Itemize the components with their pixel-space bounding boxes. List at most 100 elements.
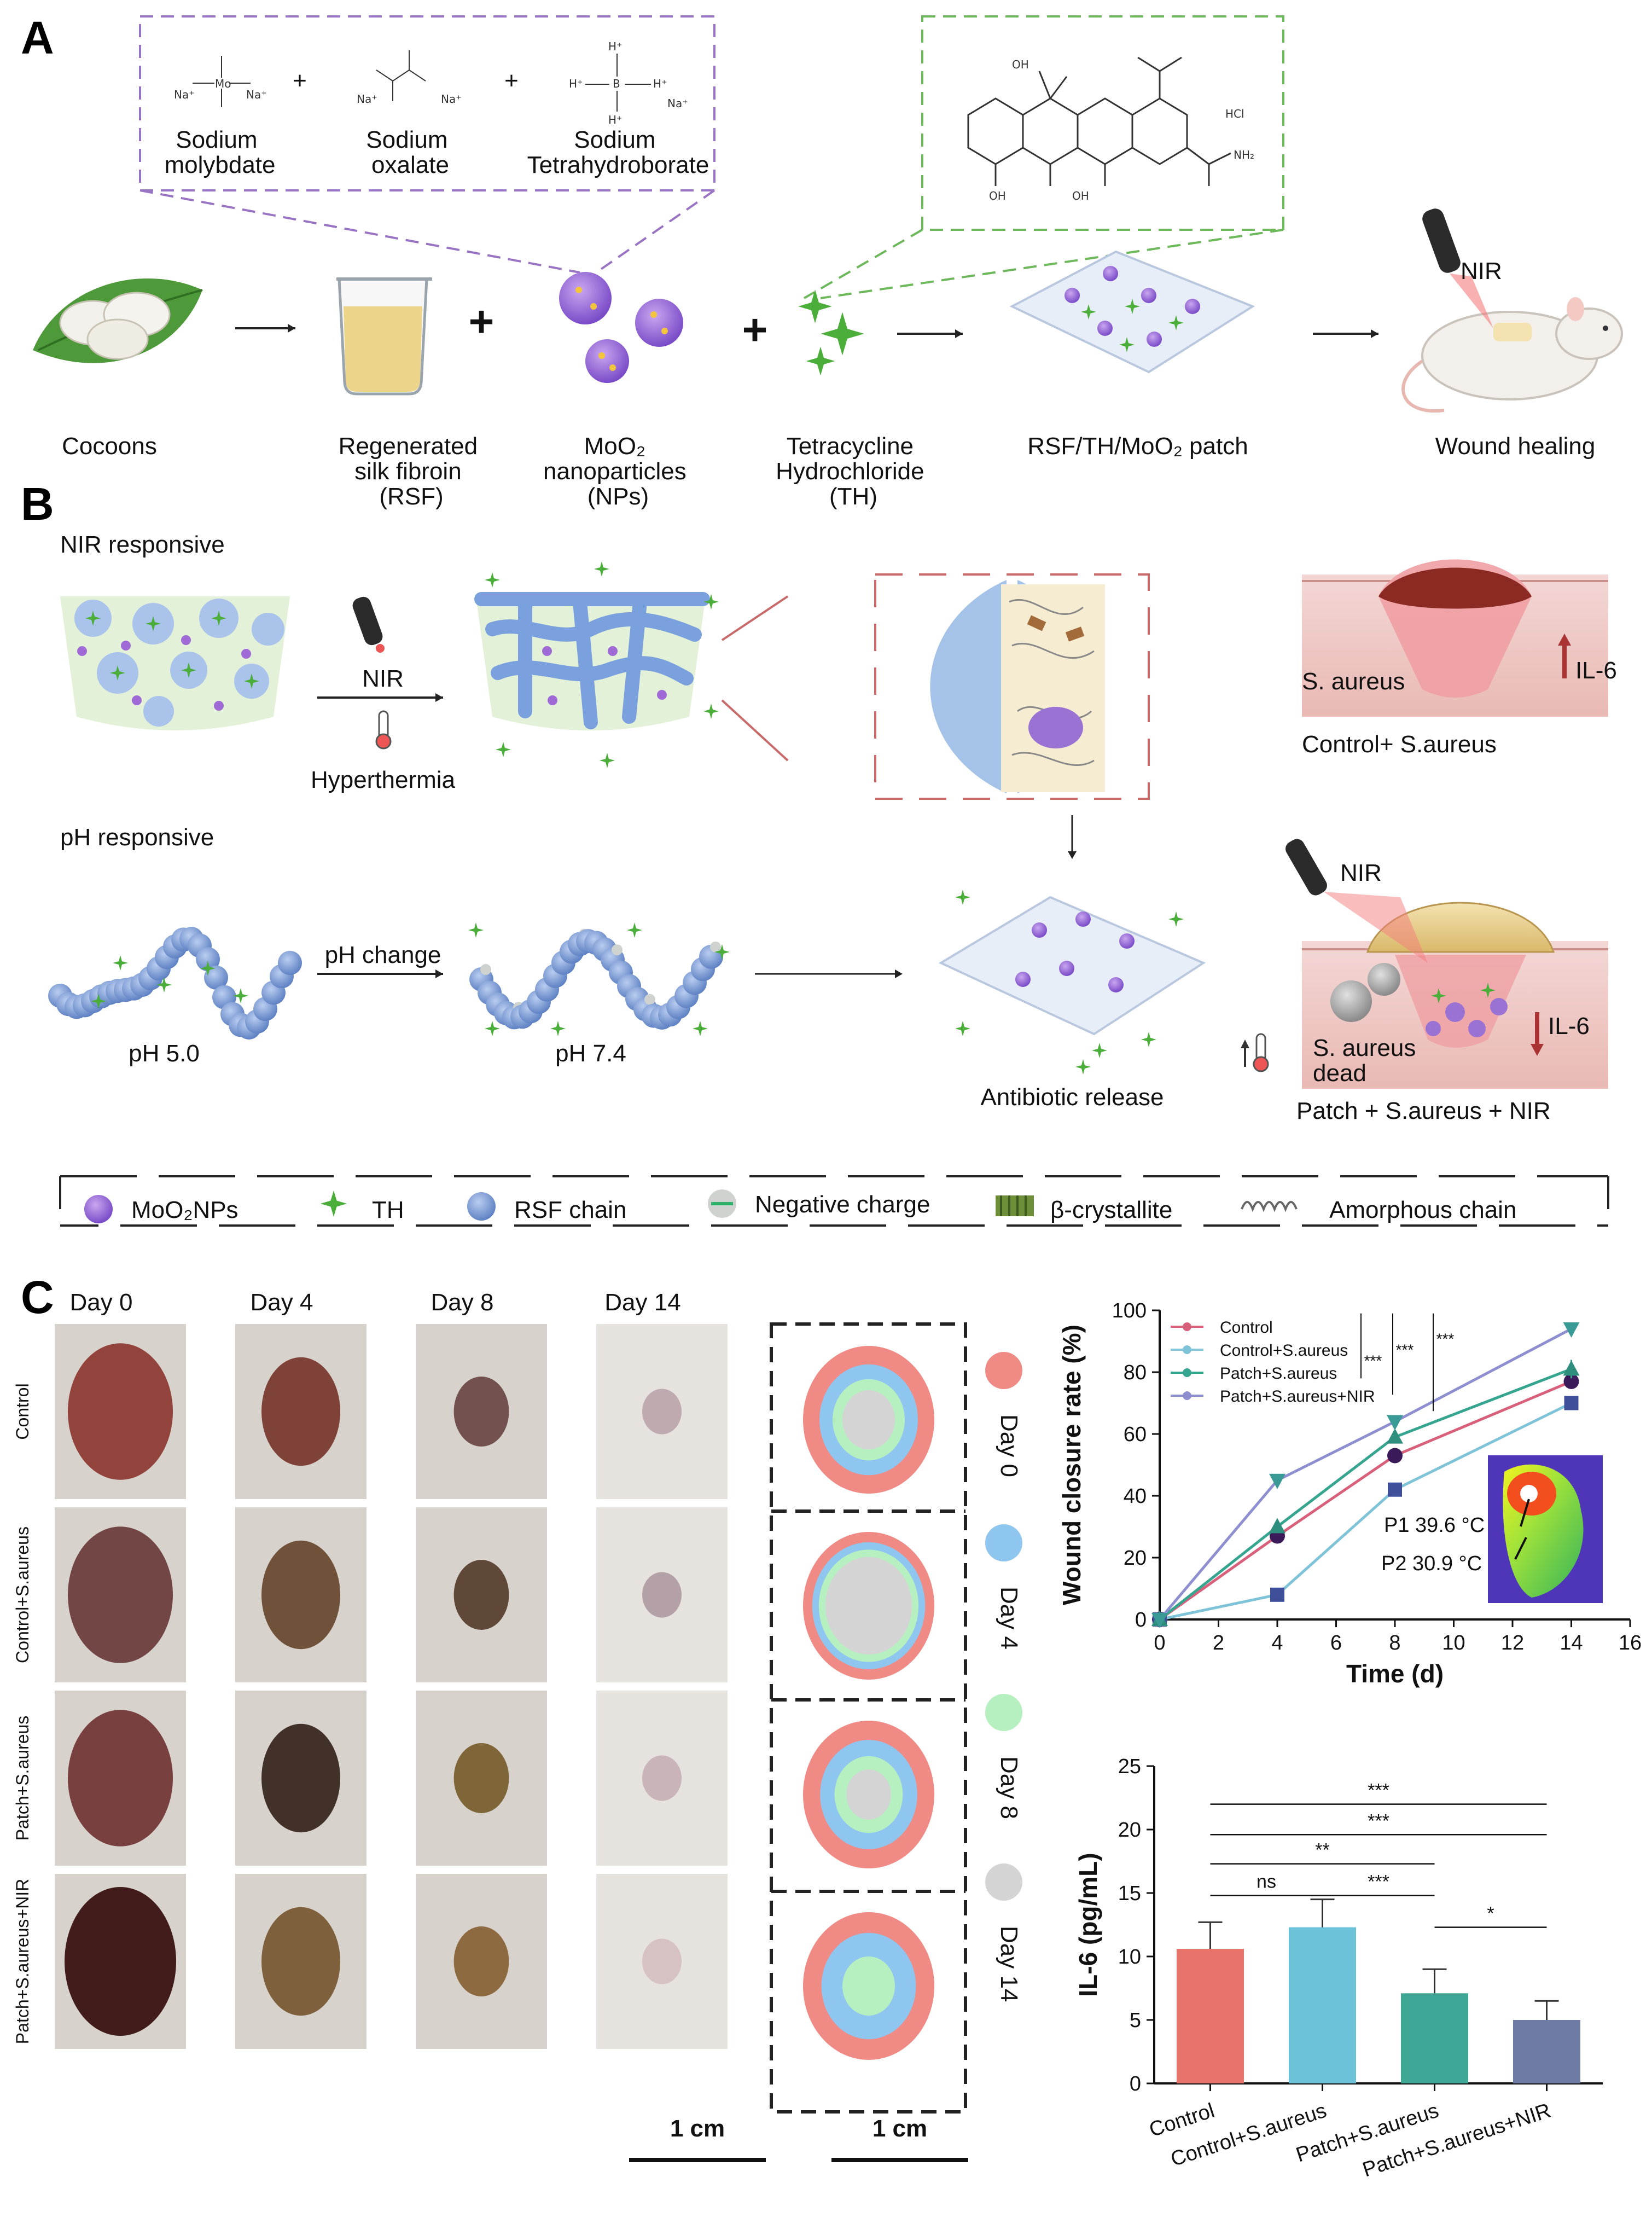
precursor-label-0: Sodium molybdate (164, 126, 275, 178)
amorphous-chain-icon (1241, 1201, 1298, 1212)
moo2-nanoparticles-icon (559, 272, 683, 383)
series-line (1159, 1402, 1572, 1621)
data-point (1564, 1396, 1579, 1410)
step-label-5: Wound healing (1435, 433, 1596, 460)
significance-label: *** (1364, 1352, 1382, 1369)
il6-down-label: IL-6 (1548, 1013, 1590, 1040)
cocoons-leaf-icon (33, 278, 203, 363)
svg-text:Na⁺: Na⁺ (174, 88, 195, 101)
wound-photo (235, 1874, 367, 2049)
thermal-image-inset (1488, 1455, 1603, 1603)
rsf-th-moo2-patch-icon (1009, 250, 1255, 374)
x-tick-label: 12 (1501, 1631, 1524, 1654)
category-label: Patch+S.aureus+NIR (1360, 2099, 1554, 2182)
precursor-label-2: Sodium Tetrahydroborate (527, 126, 709, 178)
bar (1177, 1949, 1244, 2083)
bar (1401, 1993, 1468, 2083)
trace-legend-swatch (985, 1694, 1022, 1731)
svg-text:NH₂: NH₂ (1234, 148, 1254, 161)
thermometer-icon (375, 710, 392, 750)
trace-legend-label: Day 4 (996, 1587, 1022, 1650)
day-column-header: Day 4 (251, 1289, 313, 1316)
y-tick-label: 25 (1118, 1755, 1141, 1778)
x-tick-label: 16 (1619, 1631, 1642, 1654)
x-axis-title: Time (d) (1346, 1659, 1444, 1688)
ph-end-label: pH 7.4 (555, 1040, 626, 1067)
hydrogel-before-nir (60, 596, 290, 730)
svg-text:B: B (613, 77, 620, 90)
plus-sign: + (742, 305, 768, 354)
svg-text:OH: OH (1012, 58, 1029, 71)
step-label-1: Regenerated silk fibroin (RSF) (339, 433, 485, 510)
data-point (1387, 1448, 1403, 1464)
y-tick-label: 0 (1135, 1609, 1147, 1631)
control-s-aureus-label: S. aureus (1302, 668, 1405, 695)
line-legend-label: Patch+S.aureus (1220, 1365, 1337, 1383)
tetracycline-structure-box (921, 15, 1284, 231)
svg-text:Negative charge: Negative charge (755, 1191, 930, 1218)
patch-caption: Patch + S.aureus + NIR (1296, 1098, 1551, 1124)
mouse-wound-healing-icon (1401, 208, 1623, 413)
trace-legend-swatch (985, 1352, 1022, 1389)
step-label-0: Cocoons (62, 433, 157, 460)
il6-up-label: IL-6 (1575, 657, 1617, 684)
nir-responsive-heading: NIR responsive (60, 531, 225, 558)
panel-a: A Mo Na⁺ Na⁺ Sodium molybdate + Na⁺ Na⁺ … (21, 12, 1623, 510)
day-column-header: Day 0 (70, 1289, 133, 1316)
data-point (1563, 1373, 1579, 1389)
data-point (1387, 1415, 1403, 1431)
comparison-label: *** (1368, 1780, 1389, 1801)
dead-label-2: dead (1313, 1060, 1366, 1087)
data-point (1151, 1613, 1168, 1628)
rsf-chain-icon (467, 1192, 496, 1221)
svg-text:H⁺: H⁺ (653, 77, 667, 90)
group-row-label: Patch+S.aureus (13, 1716, 32, 1841)
y-tick-label: 20 (1124, 1547, 1147, 1570)
step-label-4: RSF/TH/MoO₂ patch (1027, 433, 1248, 460)
plus-sign: + (504, 67, 519, 94)
svg-text:HCl: HCl (1225, 107, 1244, 120)
svg-text:OH: OH (1072, 189, 1089, 202)
panel-b: B NIR responsive NIR Hyperthermia (21, 478, 1617, 1227)
trace-legend-swatch (985, 1863, 1022, 1901)
group-row-label: Control (13, 1383, 32, 1439)
wound-trace-column (770, 1322, 967, 2114)
wound-photo (416, 1691, 547, 1866)
ph-responsive-heading: pH responsive (60, 824, 214, 851)
trace-legend-label: Day 14 (996, 1926, 1022, 2002)
ph-start-label: pH 5.0 (129, 1040, 200, 1067)
antibiotic-release-label: Antibiotic release (980, 1084, 1164, 1111)
nir-label-2: NIR (1340, 860, 1382, 886)
svg-text:TH: TH (372, 1197, 404, 1223)
trace-legend-label: Day 0 (996, 1414, 1022, 1477)
wound-photo (596, 1874, 728, 2049)
svg-text:Na⁺: Na⁺ (246, 88, 267, 101)
bar (1513, 2020, 1580, 2083)
x-tick-label: 10 (1442, 1631, 1465, 1654)
th-star-icon (320, 1190, 347, 1217)
y-tick-label: 20 (1118, 1819, 1141, 1842)
day-column-header: Day 14 (604, 1289, 680, 1316)
svg-text:Na⁺: Na⁺ (441, 92, 462, 106)
line-legend-label: Patch+S.aureus+NIR (1220, 1387, 1375, 1406)
data-point (1270, 1587, 1284, 1602)
wound-photo (416, 1324, 547, 1499)
moo2-np-icon (84, 1195, 113, 1223)
y-axis-title: Wound closure rate (%) (1057, 1325, 1086, 1605)
y-tick-label: 10 (1118, 1946, 1141, 1969)
wound-photo (55, 1324, 186, 1499)
svg-text:Na⁺: Na⁺ (357, 92, 377, 106)
dead-label: S. aureus (1313, 1035, 1416, 1061)
svg-text:MoO₂NPs: MoO₂NPs (131, 1197, 239, 1223)
x-tick-label: 14 (1560, 1631, 1583, 1654)
wound-photo (596, 1324, 728, 1499)
panel-letter-a: A (21, 12, 54, 63)
data-point (1563, 1322, 1580, 1338)
legend-bar: MoO₂NPs TH RSF chain Negative charge β-c… (59, 1175, 1609, 1227)
plus-sign: + (293, 67, 307, 94)
